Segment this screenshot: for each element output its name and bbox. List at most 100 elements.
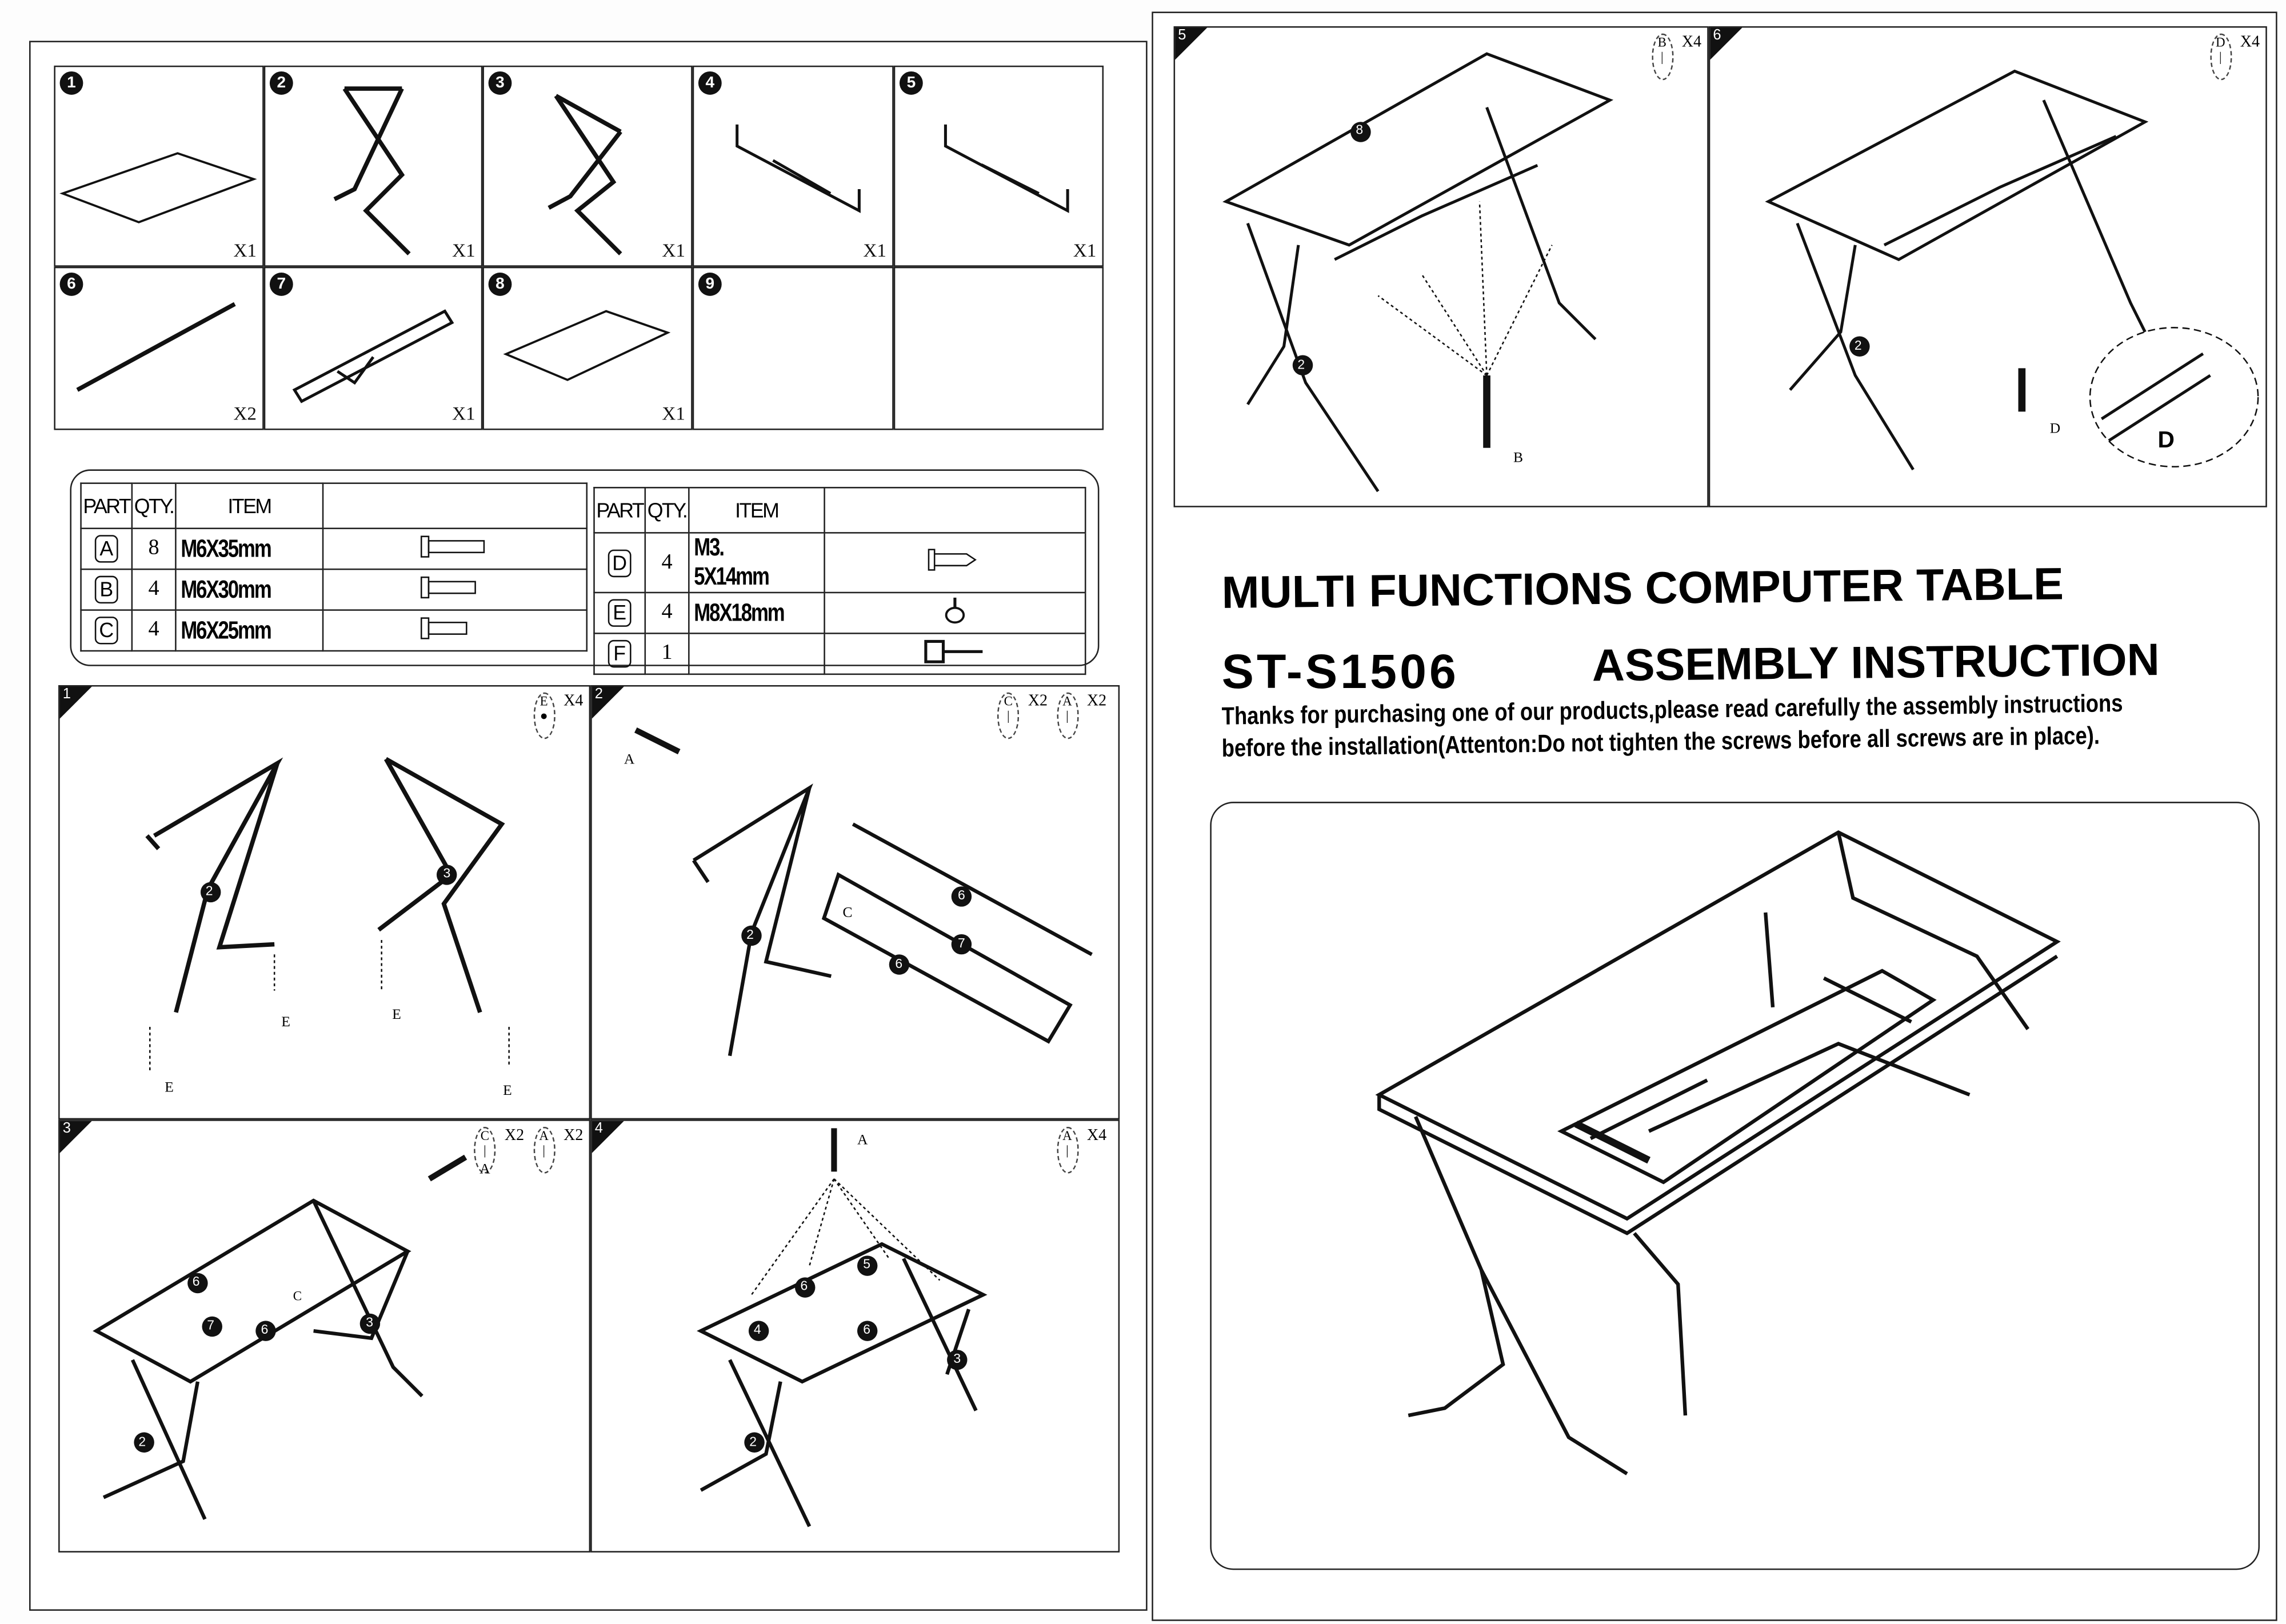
callout-label: B	[1513, 450, 1523, 467]
callout-label: 8	[1356, 122, 1364, 137]
part-cell: 1 X1	[54, 65, 264, 267]
parts-grid: 1 X1 2 X1 3 X1 4 X1 5 X1 6 X2	[54, 65, 1104, 430]
part-cell: 8 X1	[482, 266, 693, 430]
callout-label: E	[281, 1014, 290, 1031]
wood-screw-icon	[928, 549, 977, 571]
step-number: 6	[1713, 27, 1721, 44]
left-leg-drawing	[333, 86, 411, 255]
col-qty: QTY.	[644, 487, 690, 534]
item: M6X35mm	[181, 534, 271, 562]
hardware-qty: X2	[1086, 692, 1107, 710]
bolt-icon	[420, 575, 476, 598]
part-count: X1	[662, 239, 685, 261]
hardware-box	[70, 469, 1100, 666]
part-number: 6	[59, 273, 83, 296]
step-4-frame-drawing	[697, 1128, 988, 1527]
part-letter: A	[94, 535, 118, 563]
hardware-letter: A	[539, 1128, 549, 1143]
part-cell: 6 X2	[54, 266, 264, 430]
callout-label: A	[479, 1162, 490, 1178]
callout-label: 2	[205, 883, 213, 898]
hardware-qty: X4	[1681, 33, 1702, 51]
callout-label: 2	[746, 927, 754, 942]
hardware-letter: A	[1062, 1128, 1072, 1143]
col-part: PART	[593, 487, 646, 534]
item: M6X30mm	[181, 575, 271, 603]
hardware-qty: X4	[1086, 1126, 1107, 1145]
step-number: 5	[1178, 27, 1186, 44]
qty: 1	[644, 633, 690, 675]
col-part: PART	[80, 482, 133, 530]
callout-label: 6	[863, 1322, 870, 1337]
assembled-table-drawing	[1375, 830, 2061, 1475]
step-number: 1	[62, 686, 71, 703]
callout-label: C	[842, 905, 853, 922]
desktop-panel-drawing	[59, 152, 257, 223]
part-cell: 5 X1	[893, 65, 1104, 267]
callout-label: 7	[958, 935, 965, 951]
screw-icon: A|	[1056, 1126, 1078, 1174]
callout-label: 4	[753, 1322, 761, 1337]
hardware-qty: X4	[2240, 33, 2260, 51]
callout-label: 2	[749, 1434, 757, 1449]
screw-icon: A|	[533, 1126, 555, 1174]
part-letter: C	[94, 617, 118, 645]
keyboard-tray-glass-drawing	[503, 310, 671, 381]
keyboard-tray-frame-drawing	[292, 309, 454, 403]
callout-label: 6	[192, 1274, 200, 1289]
callout-label: 2	[1854, 338, 1862, 353]
step-number: 3	[62, 1121, 71, 1137]
callout-label: E	[503, 1083, 512, 1099]
callout-label: D	[2157, 428, 2175, 454]
screw-icon: C|	[474, 1126, 496, 1174]
step-5-desktop-drawing	[1222, 52, 1614, 493]
qty: 8	[131, 527, 177, 570]
part-cell	[893, 266, 1104, 430]
part-number: 8	[488, 273, 512, 296]
callout-label: 2	[138, 1434, 146, 1449]
hardware-letter: C	[1004, 694, 1013, 709]
foot-glide-icon	[945, 597, 965, 623]
part-cell: 4 X1	[692, 65, 894, 267]
hardware-letter: B	[1657, 35, 1666, 50]
callout-label: D	[2049, 421, 2061, 438]
part-number: 1	[59, 71, 83, 95]
step-1: 1 E●X4 2 3 E E E E	[58, 685, 591, 1120]
assembled-table-illustration	[1210, 802, 2260, 1570]
item: M3. 5X14mm	[694, 533, 770, 591]
part-number: 7	[269, 273, 293, 296]
allen-key-icon	[924, 639, 983, 663]
cross-bar-drawing	[76, 302, 236, 392]
callout-label: 7	[207, 1318, 215, 1333]
screw-icon: A|	[1056, 692, 1078, 739]
left-page	[29, 41, 1148, 1611]
screw-icon: D|	[2209, 33, 2232, 81]
part-number: 2	[269, 71, 293, 95]
hardware-letter: A	[1062, 694, 1072, 709]
step-4: 4 A|X4 A 5 6 4 6 3 2	[590, 1119, 1120, 1553]
step-number: 2	[594, 686, 603, 703]
part-cell: 3 X1	[482, 65, 693, 267]
callout-label: 6	[261, 1322, 269, 1337]
part-number: 9	[698, 273, 722, 296]
part-letter: E	[608, 599, 632, 627]
part-number: 5	[899, 71, 923, 95]
part-number: 3	[488, 71, 512, 95]
callout-label: 5	[863, 1256, 870, 1271]
hardware-letter: C	[480, 1128, 490, 1143]
qty: 4	[644, 591, 690, 634]
right-leg-drawing	[547, 94, 622, 255]
part-cell: 2 X1	[263, 65, 483, 267]
callout-label: 3	[366, 1315, 374, 1330]
callout-label: 6	[800, 1278, 808, 1293]
qty: 4	[644, 532, 690, 594]
hardware-qty: X2	[563, 1126, 584, 1145]
step-5: 5 B|X4 8 2 B	[1173, 26, 1709, 507]
